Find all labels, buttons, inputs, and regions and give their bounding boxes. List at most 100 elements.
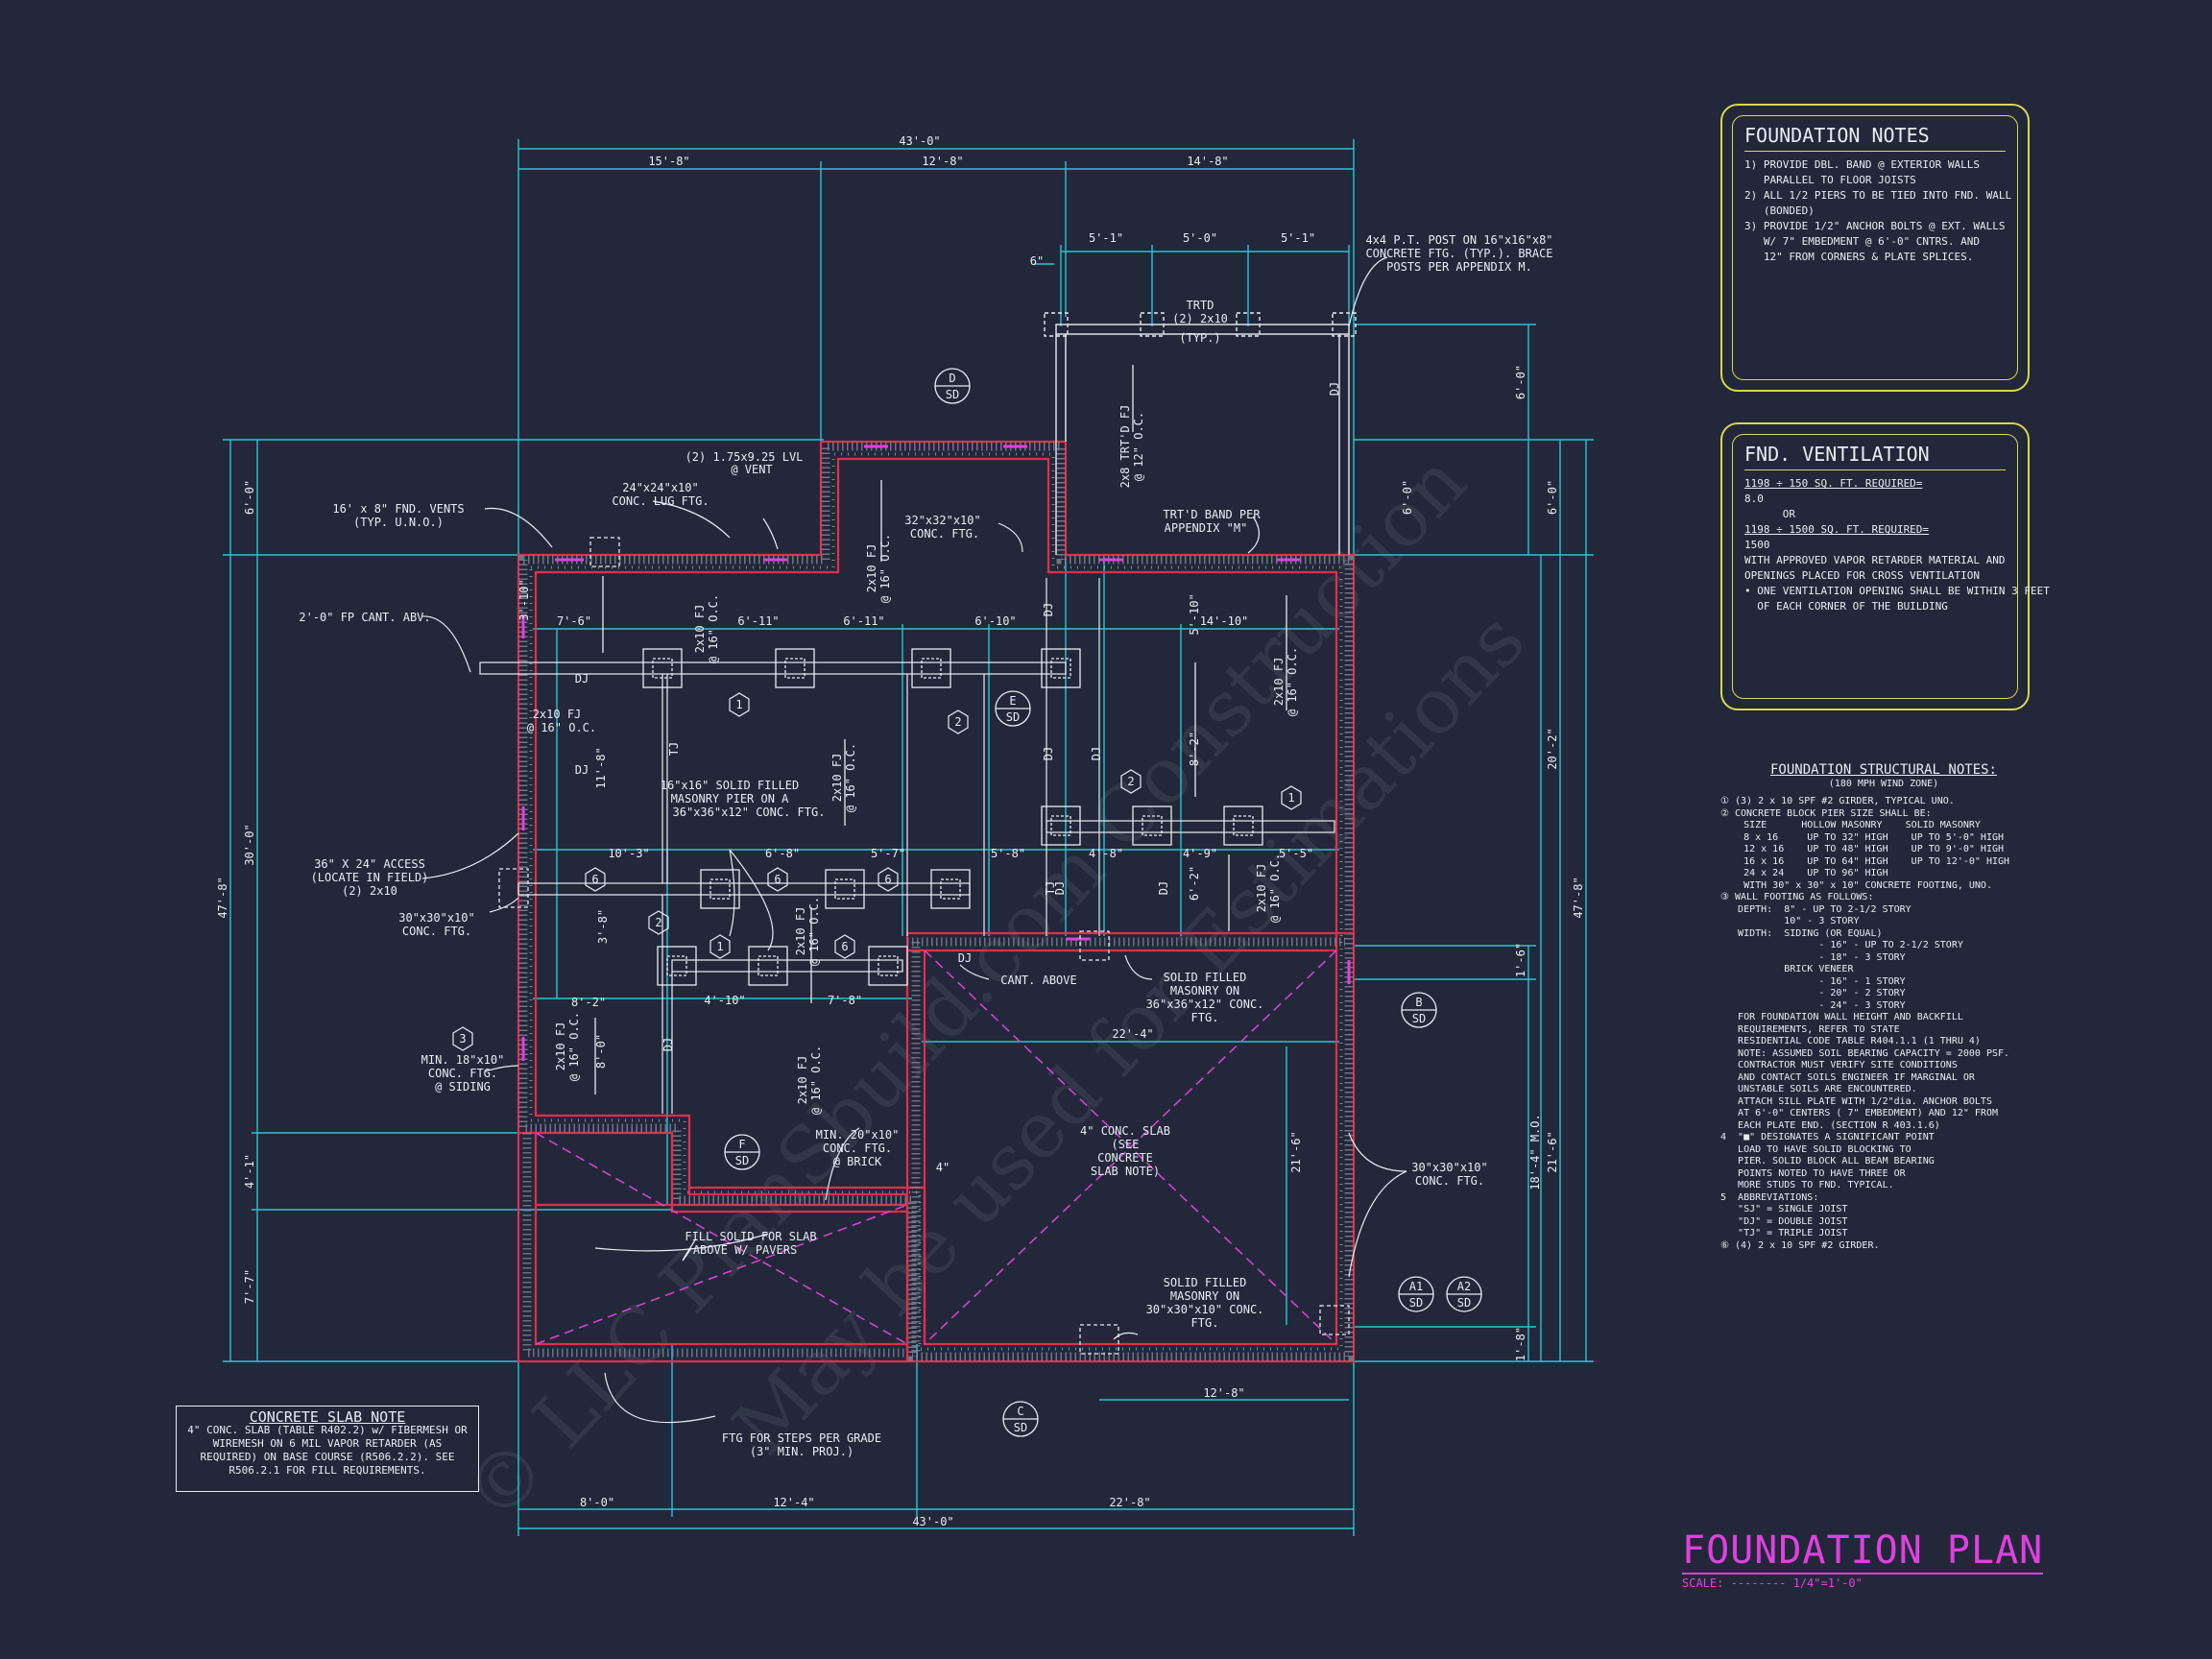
dim-top-right: 14'-8": [1187, 155, 1228, 168]
dim-6-11a: 6'-11": [737, 614, 779, 628]
structural-note-line: 24 x 24 UP TO 96" HIGH: [1720, 868, 1888, 878]
dim-12-8: 12'-8": [1203, 1386, 1244, 1400]
porch-frame: [1044, 312, 1357, 555]
structural-notes-heading: FOUNDATION STRUCTURAL NOTES:: [1769, 762, 1997, 778]
ftg30-callout-2: CONC. FTG.: [402, 925, 471, 938]
min20-callout-2: CONC. FTG.: [823, 1142, 892, 1155]
ventilation-line: 1198 ÷ 150 SQ. FT. REQUIRED=: [1744, 477, 1923, 490]
tag-2: 2: [655, 916, 661, 929]
structural-note-line: 10" - 3 STORY: [1720, 916, 1860, 926]
ventilation-line: OPENINGS PLACED FOR CROSS VENTILATION: [1744, 569, 1981, 582]
structural-note-line: REQUIREMENTS, REFER TO STATE: [1720, 1023, 1900, 1035]
solid30-callout-4: FTG.: [1191, 1316, 1219, 1330]
joist-label: @ 16" O.C.: [1268, 854, 1282, 923]
dim-top-left: 15'-8": [648, 155, 689, 168]
structural-note-line: MORE STUDS TO FND. TYPICAL.: [1720, 1180, 1894, 1190]
ventilation-line: 8.0: [1744, 493, 1764, 505]
ventilation-line: WITH APPROVED VAPOR RETARDER MATERIAL AN…: [1744, 554, 2006, 566]
dim-3-10: 3'-10": [517, 579, 531, 620]
structural-note-line: - 16" - 1 STORY: [1720, 975, 1906, 987]
structural-note-line: WITH 30" x 30" x 10" CONCRETE FOOTING, U…: [1720, 879, 1992, 891]
section-a2-letter: A2: [1457, 1280, 1471, 1293]
section-c-letter: C: [1017, 1405, 1023, 1418]
drawing-title: FOUNDATION PLAN: [1682, 1528, 2044, 1575]
dim-left-1: 6'-0": [243, 480, 256, 515]
solid36-callout-4: FTG.: [1191, 1011, 1219, 1024]
joist-horizontal: 2x10 FJ: [533, 708, 582, 721]
structural-note-line: NOTE: ASSUMED SOIL BEARING CAPACITY = 20…: [1720, 1047, 2010, 1059]
structural-note-line: ② CONCRETE BLOCK PIER SIZE SHALL BE:: [1720, 807, 1932, 819]
section-b-sd: SD: [1412, 1012, 1426, 1025]
dim-bottom-overall: 43'-0": [912, 1515, 953, 1528]
fill-callout-1: FILL SOLID FOR SLAB: [685, 1230, 816, 1243]
vents-callout-2: (TYP. U.N.O.): [353, 516, 444, 529]
structural-notes: FOUNDATION STRUCTURAL NOTES: (180 MPH WI…: [1720, 762, 2047, 1252]
slab-note-line: R506.2.1 FOR FILL REQUIREMENTS.: [228, 1464, 426, 1477]
dim-6-11b: 6'-11": [843, 614, 884, 628]
structural-note-line: 16 x 16 UP TO 64" HIGH UP TO 12'-0" HIGH: [1720, 855, 2010, 867]
foundation-note-line: 2) ALL 1/2 PIERS TO BE TIED INTO FND. WA…: [1744, 189, 2012, 202]
dim-4-8: 4'-8": [1089, 847, 1123, 860]
fp-callout: 2'-0" FP CANT. ABV.: [299, 611, 430, 624]
structural-note-line: ⑥ (4) 2 x 10 SPF #2 GIRDER.: [1720, 1239, 1880, 1251]
dj-label: DJ: [1090, 747, 1103, 760]
dim-right-overall: 47'-8": [1572, 877, 1585, 918]
cant-callout: CANT. ABOVE: [1000, 974, 1076, 987]
dim-porch-3: 5'-1": [1281, 231, 1315, 245]
tj-label: TJ: [1044, 881, 1057, 895]
solid36-callout-3: 36"x36"x12" CONC.: [1146, 998, 1264, 1011]
foundation-note-line: 1) PROVIDE DBL. BAND @ EXTERIOR WALLS: [1744, 158, 1981, 171]
vents-callout-1: 16' x 8" FND. VENTS: [332, 502, 464, 516]
structural-note-line: LOAD TO HAVE SOLID BLOCKING TO: [1720, 1143, 1911, 1155]
joist-label: 2x10 FJ: [554, 1022, 567, 1071]
dim-left-3: 4'-1": [243, 1154, 256, 1189]
joist-label: 2x10 FJ: [794, 907, 807, 956]
drawing-title-block: FOUNDATION PLAN SCALE: -------- 1/4"=1'-…: [1682, 1528, 2044, 1590]
dim-8-2v: 8'-2": [1188, 732, 1201, 766]
lvl-callout-2: @ VENT: [731, 463, 772, 476]
ftg32-callout-1: 32"x32"x10": [904, 514, 980, 527]
section-f-letter: F: [738, 1138, 745, 1151]
slab-note-line: REQUIRED) ON BASE COURSE (R506.2.2). SEE: [200, 1451, 455, 1463]
structural-note-line: 5 ABBREVIATIONS:: [1720, 1191, 1819, 1203]
dim-4: 4": [936, 1161, 950, 1174]
band-callout-1: TRT'D BAND PER: [1163, 508, 1261, 521]
access-callout-1: 36" X 24" ACCESS: [314, 857, 425, 871]
structural-note-line: - 24" - 3 STORY: [1720, 999, 1906, 1011]
ftg32-callout-2: CONC. FTG.: [910, 527, 979, 541]
trtd-label-2: (2) 2x10: [1172, 312, 1228, 325]
band-callout-2: APPENDIX "M": [1165, 521, 1248, 535]
foundation-note-line: PARALLEL TO FLOOR JOISTS: [1744, 174, 1916, 186]
section-a1-sd: SD: [1409, 1296, 1423, 1310]
structural-note-line: "DJ" = DOUBLE JOIST: [1720, 1215, 1848, 1227]
ftg30r-callout-1: 30"x30"x10": [1411, 1161, 1487, 1174]
tag-6: 6: [884, 873, 891, 886]
dim-6-2: 6'-2": [1188, 866, 1201, 901]
structural-note-line: WIDTH: SIDING (OR EQUAL): [1720, 927, 1883, 939]
structural-note-line: - 20" - 2 STORY: [1720, 988, 1906, 998]
joist-label: @ 16" O.C.: [567, 1012, 581, 1081]
structural-notes-subheading: (180 MPH WIND ZONE): [1828, 778, 1939, 789]
foundation-note-line: (BONDED): [1744, 204, 1815, 217]
dim-6-8: 6'-8": [765, 847, 800, 860]
lug-callout-2: CONC. LUG FTG.: [612, 494, 709, 508]
min18-callout-3: @ SIDING: [435, 1080, 491, 1094]
post-callout-2: CONCRETE FTG. (TYP.). BRACE: [1365, 247, 1552, 260]
structural-note-line: "SJ" = SINGLE JOIST: [1720, 1204, 1848, 1214]
structural-note-line: ATTACH SILL PLATE WITH 1/2"dia. ANCHOR B…: [1720, 1095, 1992, 1107]
joist-arrows: [594, 365, 1287, 1094]
dim-11-8: 11'-8": [594, 747, 608, 788]
access-callout-3: (2) 2x10: [342, 884, 397, 898]
slab-callout-3: CONCRETE: [1097, 1151, 1153, 1165]
dim-6-10: 6'-10": [974, 614, 1016, 628]
joist-label: 2x10 FJ: [830, 754, 844, 803]
structural-note-line: UNSTABLE SOILS ARE ENCOUNTERED.: [1720, 1084, 1917, 1094]
steps-callout-2: (3" MIN. PROJ.): [750, 1445, 854, 1458]
dim-left-4: 7'-7": [243, 1269, 256, 1304]
tag-2: 2: [954, 715, 961, 729]
section-a1-letter: A1: [1409, 1280, 1423, 1293]
dj-label: DJ: [1042, 603, 1055, 616]
joist-horizontal: @ 16" O.C.: [527, 721, 596, 734]
slab-note-line: WIREMESH ON 6 MIL VAPOR RETARDER (AS: [212, 1437, 443, 1450]
tag-6: 6: [841, 940, 848, 953]
